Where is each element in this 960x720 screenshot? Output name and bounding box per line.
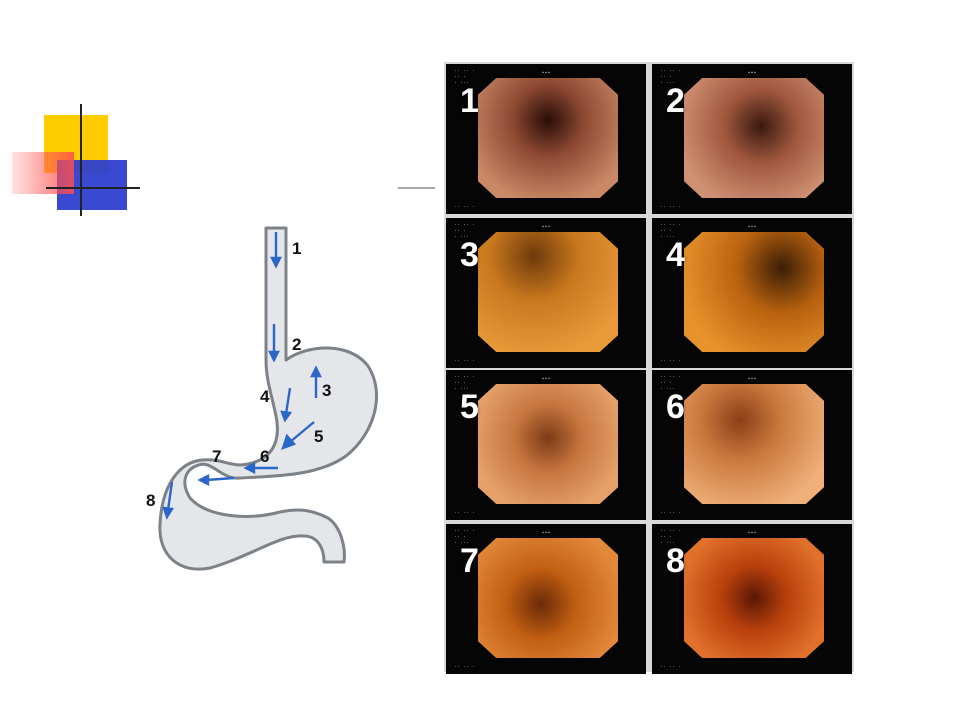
deco-gray-dash — [398, 187, 435, 189]
gi-tract-outline — [158, 226, 378, 571]
endoscopy-panel-1: ·· ·· ··· ·· ··· ▪▪▪ 1 ·· ·· · — [446, 64, 646, 214]
endoscopy-image-4 — [684, 232, 824, 352]
panel-footer-noise: ·· ·· · — [454, 358, 476, 364]
panel-number-8: 8 — [666, 542, 685, 580]
panel-header-noise: ·· ·· ··· ·· ··· — [660, 68, 682, 86]
panel-footer-noise: ·· ·· · — [660, 664, 682, 670]
endoscopy-image-5 — [478, 384, 618, 504]
diagram-label-2: 2 — [292, 335, 301, 354]
panel-header-noise: ·· ·· ··· ·· ··· — [454, 528, 476, 546]
panel-number-2: 2 — [666, 82, 685, 120]
panel-header-center: ▪▪▪ — [541, 376, 551, 382]
endoscopy-panel-3: ·· ·· ··· ·· ··· ▪▪▪ 3 ·· ·· · — [446, 218, 646, 368]
panel-number-5: 5 — [460, 388, 479, 426]
panel-header-center: ▪▪▪ — [747, 70, 757, 76]
panel-header-center: ▪▪▪ — [747, 224, 757, 230]
panel-header-noise: ·· ·· ··· ·· ··· — [454, 374, 476, 392]
endoscopy-panel-8: ·· ·· ··· ·· ··· ▪▪▪ 8 ·· ·· · — [652, 524, 852, 674]
endoscopy-image-1 — [478, 78, 618, 198]
endoscopy-image-2 — [684, 78, 824, 198]
panel-number-4: 4 — [666, 236, 685, 274]
diagram-label-1: 1 — [292, 239, 301, 258]
panel-header-center: ▪▪▪ — [747, 530, 757, 536]
diagram-arrows — [162, 232, 322, 520]
deco-vertical-line — [80, 104, 82, 216]
diagram-label-4: 4 — [260, 387, 270, 406]
panel-header-center: ▪▪▪ — [541, 530, 551, 536]
panel-header-center: ▪▪▪ — [541, 70, 551, 76]
endoscopy-image-7 — [478, 538, 618, 658]
diagram-labels: 1 2 3 4 5 6 7 8 — [146, 239, 331, 510]
deco-horizontal-line — [46, 187, 140, 189]
endoscopy-image-6 — [684, 384, 824, 504]
endoscopy-panel-6: ·· ·· ··· ·· ··· ▪▪▪ 6 ·· ·· · — [652, 370, 852, 520]
panel-header-noise: ·· ·· ··· ·· ··· — [660, 222, 682, 240]
diagram-label-7: 7 — [212, 447, 221, 466]
panel-footer-noise: ·· ·· · — [660, 204, 682, 210]
panel-header-noise: ·· ·· ··· ·· ··· — [660, 528, 682, 546]
endoscopy-panel-4: ·· ·· ··· ·· ··· ▪▪▪ 4 ·· ·· · — [652, 218, 852, 368]
panel-footer-noise: ·· ·· · — [454, 664, 476, 670]
diagram-label-6: 6 — [260, 447, 269, 466]
panel-header-noise: ·· ·· ··· ·· ··· — [454, 68, 476, 86]
panel-header-noise: ·· ·· ··· ·· ··· — [454, 222, 476, 240]
panel-footer-noise: ·· ·· · — [660, 510, 682, 516]
diagram-label-5: 5 — [314, 427, 323, 446]
stomach-diagram: 1 2 3 4 5 6 7 8 — [146, 226, 378, 571]
endoscopy-image-3 — [478, 232, 618, 352]
diagram-label-3: 3 — [322, 381, 331, 400]
endoscopy-panel-2: ·· ·· ··· ·· ··· ▪▪▪ 2 ·· ·· · — [652, 64, 852, 214]
panel-footer-noise: ·· ·· · — [454, 204, 476, 210]
diagram-label-8: 8 — [146, 491, 155, 510]
panel-header-center: ▪▪▪ — [747, 376, 757, 382]
panel-number-3: 3 — [460, 236, 479, 274]
endoscopy-panel-7: ·· ·· ··· ·· ··· ▪▪▪ 7 ·· ·· · — [446, 524, 646, 674]
endoscopy-panel-5: ·· ·· ··· ·· ··· ▪▪▪ 5 ·· ·· · — [446, 370, 646, 520]
endoscopy-image-8 — [684, 538, 824, 658]
panel-number-1: 1 — [460, 82, 479, 120]
panel-footer-noise: ·· ·· · — [660, 358, 682, 364]
panel-header-noise: ·· ·· ··· ·· ··· — [660, 374, 682, 392]
endoscopy-image-grid: ·· ·· ··· ·· ··· ▪▪▪ 1 ·· ·· · ·· ·· ···… — [444, 62, 854, 674]
panel-number-6: 6 — [666, 388, 685, 426]
panel-header-center: ▪▪▪ — [541, 224, 551, 230]
panel-footer-noise: ·· ·· · — [454, 510, 476, 516]
panel-number-7: 7 — [460, 542, 479, 580]
